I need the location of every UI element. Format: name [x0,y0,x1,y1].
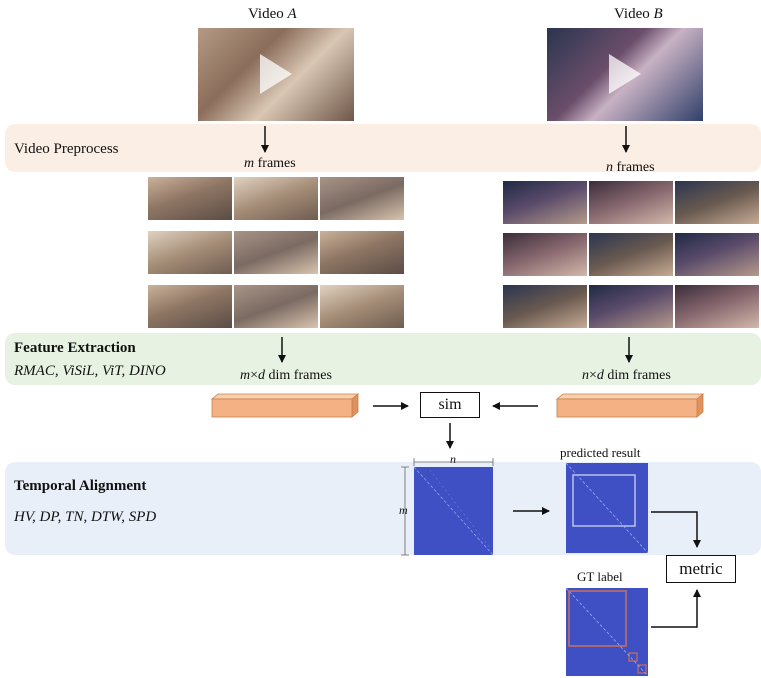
video-b-thumbnail[interactable] [547,28,703,121]
frame-a-thumbnail [320,177,404,220]
temporal-alignment-methods: HV, DP, TN, DTW, SPD [14,509,157,525]
video-preprocess-band [5,124,761,172]
feature-extraction-band [5,333,761,385]
frame-a-thumbnail [148,231,232,274]
temporal-alignment-title: Temporal Alignment [14,478,147,494]
video-b-label: Video B [614,6,663,22]
frame-b-thumbnail [675,181,759,224]
frame-b-thumbnail [503,233,587,276]
feature-bar-a [210,393,360,418]
play-icon[interactable] [609,54,641,94]
metric-box: metric [666,555,736,583]
sim-box: sim [420,392,480,418]
predicted-matrix [565,462,649,554]
frame-b-thumbnail [503,181,587,224]
video-a-thumbnail[interactable] [198,28,354,121]
gt-label: GT label [577,569,623,584]
frame-a-thumbnail [148,285,232,328]
video-preprocess-title: Video Preprocess [14,141,119,157]
frames-a-label: m frames [244,156,296,171]
frame-a-thumbnail [148,177,232,220]
arrow-gt-to-metric [651,589,701,628]
predicted-result-label: predicted result [560,445,641,460]
arrow-predicted-to-metric [651,511,701,548]
video-a-label: Video A [248,6,297,22]
frame-b-thumbnail [503,285,587,328]
matrix-m-label: m [399,503,408,517]
frame-a-thumbnail [320,285,404,328]
frame-b-thumbnail [589,233,673,276]
feature-extraction-methods: RMAC, ViSiL, ViT, DINO [14,363,166,379]
frame-b-thumbnail [675,285,759,328]
feature-bar-b [555,393,705,418]
frames-b-label: n frames [606,160,655,175]
frame-a-thumbnail [234,231,318,274]
frame-a-thumbnail [234,177,318,220]
matrix-n-label: n [450,452,456,466]
frame-b-thumbnail [589,181,673,224]
frame-b-thumbnail [675,233,759,276]
feature-extraction-title: Feature Extraction [14,340,136,356]
gt-matrix [565,587,649,677]
dims-b-label: n×d dim frames [582,368,671,383]
dims-a-label: m×d dim frames [240,368,332,383]
frame-b-thumbnail [589,285,673,328]
similarity-matrix [413,466,494,556]
frame-a-thumbnail [320,231,404,274]
play-icon[interactable] [260,54,292,94]
frame-a-thumbnail [234,285,318,328]
